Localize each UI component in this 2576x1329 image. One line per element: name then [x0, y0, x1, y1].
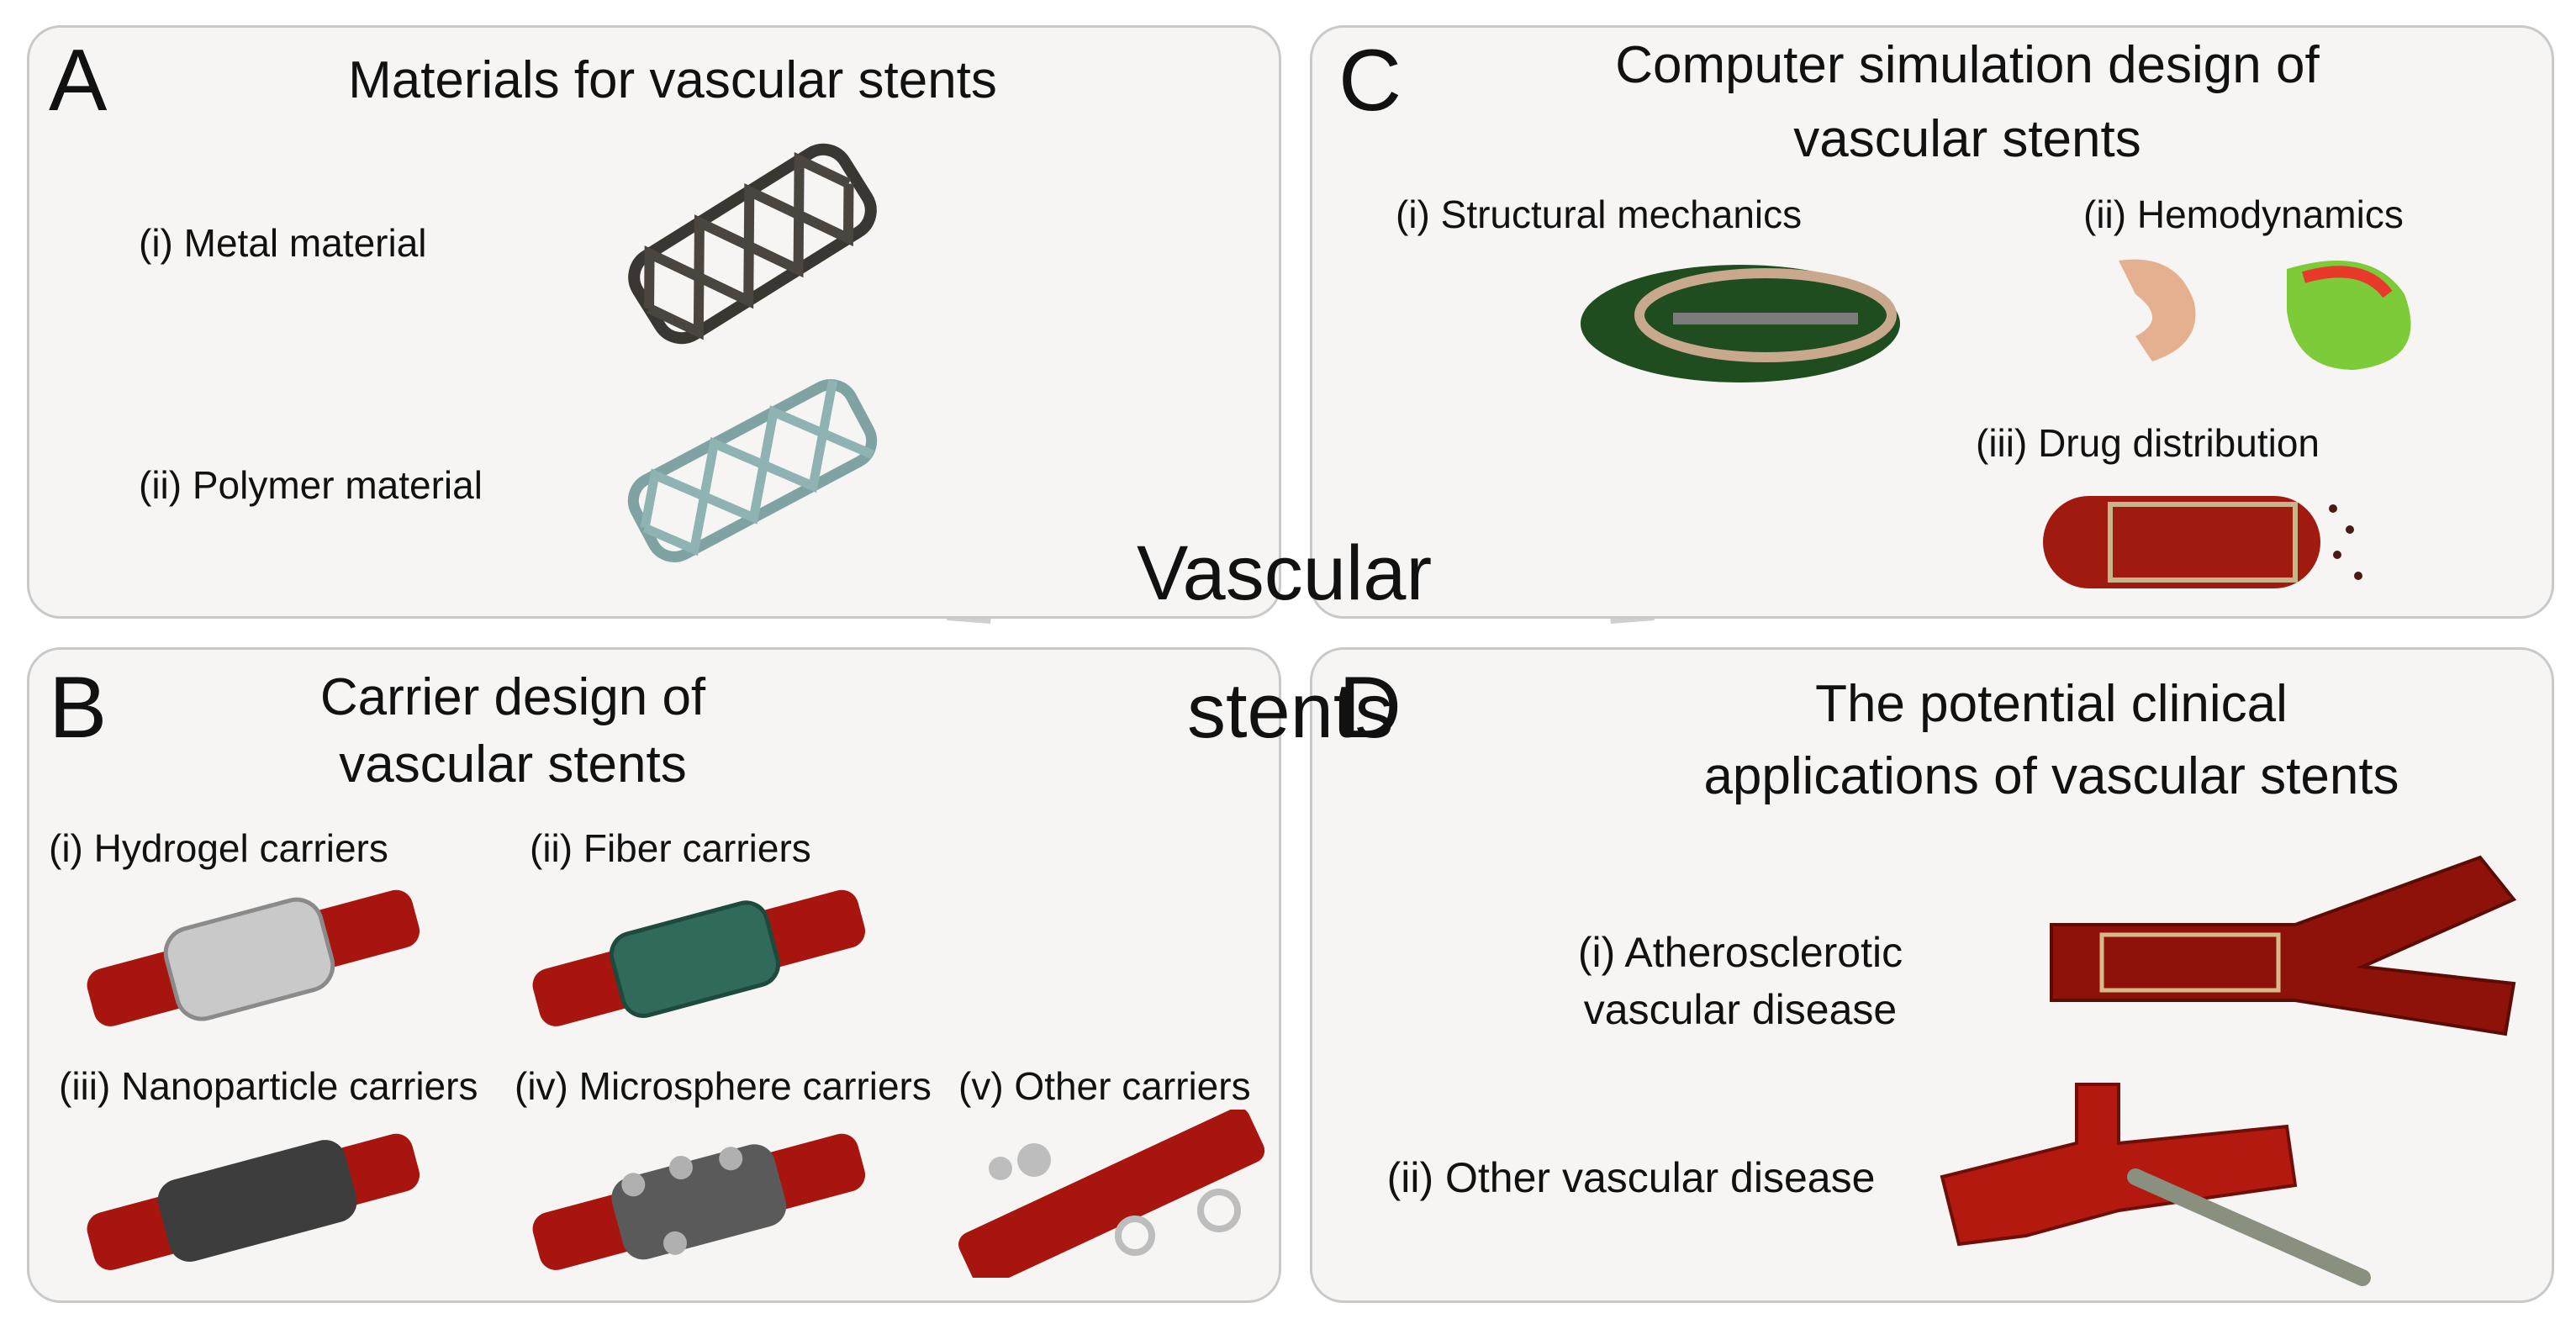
- polymer-material-label: (ii) Polymer material: [139, 463, 483, 507]
- hydrogel-carriers-label: (i) Hydrogel carriers: [49, 826, 388, 870]
- metal-stent-illustration: [628, 143, 877, 345]
- panel-d-title-line1: The potential clinical: [1815, 675, 2288, 733]
- polymer-stent-illustration: [627, 379, 878, 562]
- center-title-line1: Vascular: [1137, 530, 1433, 616]
- hydrogel-carrier-illustration: [87, 889, 420, 1026]
- atherosclerotic-label-line1: (i) Atherosclerotic: [1577, 929, 1903, 976]
- nanoparticle-carriers-label: (iii) Nanoparticle carriers: [59, 1064, 478, 1108]
- panel-d-title-line2: applications of vascular stents: [1703, 747, 2399, 805]
- structural-mechanics-label: (i) Structural mechanics: [1396, 192, 1803, 236]
- panel-c-letter: C: [1338, 32, 1402, 129]
- other-vascular-disease-label: (ii) Other vascular disease: [1386, 1154, 1876, 1201]
- panel-a-letter: A: [49, 32, 108, 129]
- other-vascular-disease-illustration: [1940, 1083, 2371, 1286]
- panel-a-title: Materials for vascular stents: [348, 51, 997, 109]
- panel-b-title-line1: Carrier design of: [319, 668, 706, 726]
- panel-b-title-line2: vascular stents: [339, 736, 687, 794]
- fiber-carrier-illustration: [532, 889, 866, 1026]
- atherosclerotic-label-line2: vascular disease: [1583, 986, 1898, 1033]
- hemodynamics-label: (ii) Hemodynamics: [2083, 192, 2404, 236]
- fiber-carriers-label: (ii) Fiber carriers: [530, 826, 811, 870]
- drug-distribution-illustration: [2043, 496, 2362, 588]
- panel-c-title-line2: vascular stents: [1793, 110, 2141, 168]
- other-carrier-illustration: [958, 1110, 1265, 1278]
- panel-c-title-line1: Computer simulation design of: [1615, 36, 2320, 94]
- other-carriers-label: (v) Other carriers: [958, 1064, 1251, 1108]
- microsphere-carrier-illustration: [532, 1133, 866, 1270]
- atherosclerotic-illustration: [2050, 855, 2517, 1036]
- drug-distribution-label: (iii) Drug distribution: [1976, 421, 2320, 465]
- microsphere-carriers-label: (iv) Microsphere carriers: [515, 1064, 932, 1108]
- center-title-line2: stents: [1187, 668, 1394, 754]
- nanoparticle-carrier-illustration: [87, 1133, 420, 1270]
- structural-mechanics-illustration: [1581, 265, 1900, 382]
- panel-b-letter: B: [49, 659, 108, 757]
- metal-material-label: (i) Metal material: [139, 221, 427, 265]
- panel-d-letter: D: [1338, 659, 1402, 757]
- hemodynamics-illustration: [2119, 259, 2411, 370]
